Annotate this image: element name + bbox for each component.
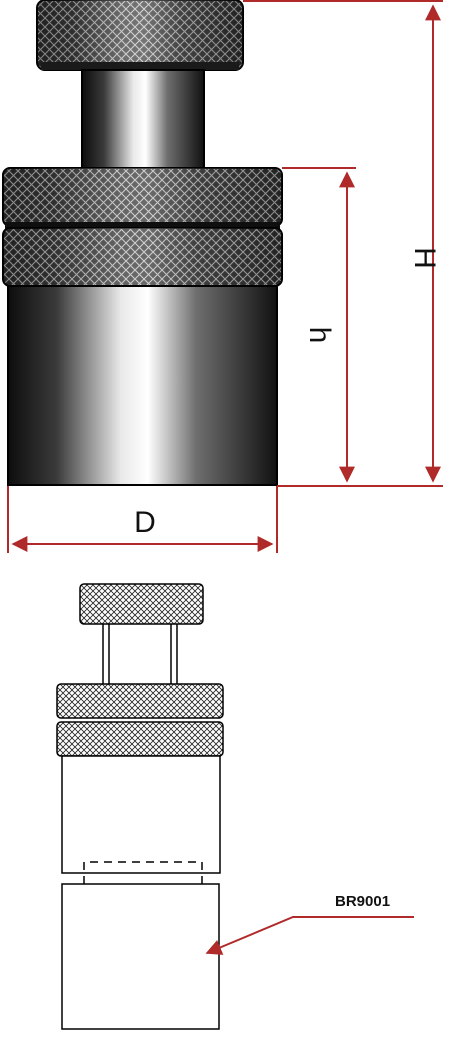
ring-outline-lower (56, 721, 224, 757)
callout: BR9001 (205, 893, 414, 955)
label-D: D (134, 506, 156, 539)
body-outline (61, 755, 221, 874)
dimension-labels: H h D (134, 247, 441, 539)
assembly-line-drawing (56, 583, 224, 1030)
part-number-label: BR9001 (335, 893, 390, 910)
ring-outline-upper (56, 683, 224, 719)
callout-leader-line (205, 916, 414, 955)
label-h: h (303, 327, 336, 344)
stem (81, 69, 205, 169)
product-render (2, 0, 283, 486)
base-block-outline (61, 883, 220, 1030)
label-H: H (408, 247, 441, 269)
dimension-lines (7, 0, 443, 553)
main-body (7, 285, 278, 486)
knob-outline (79, 583, 204, 625)
